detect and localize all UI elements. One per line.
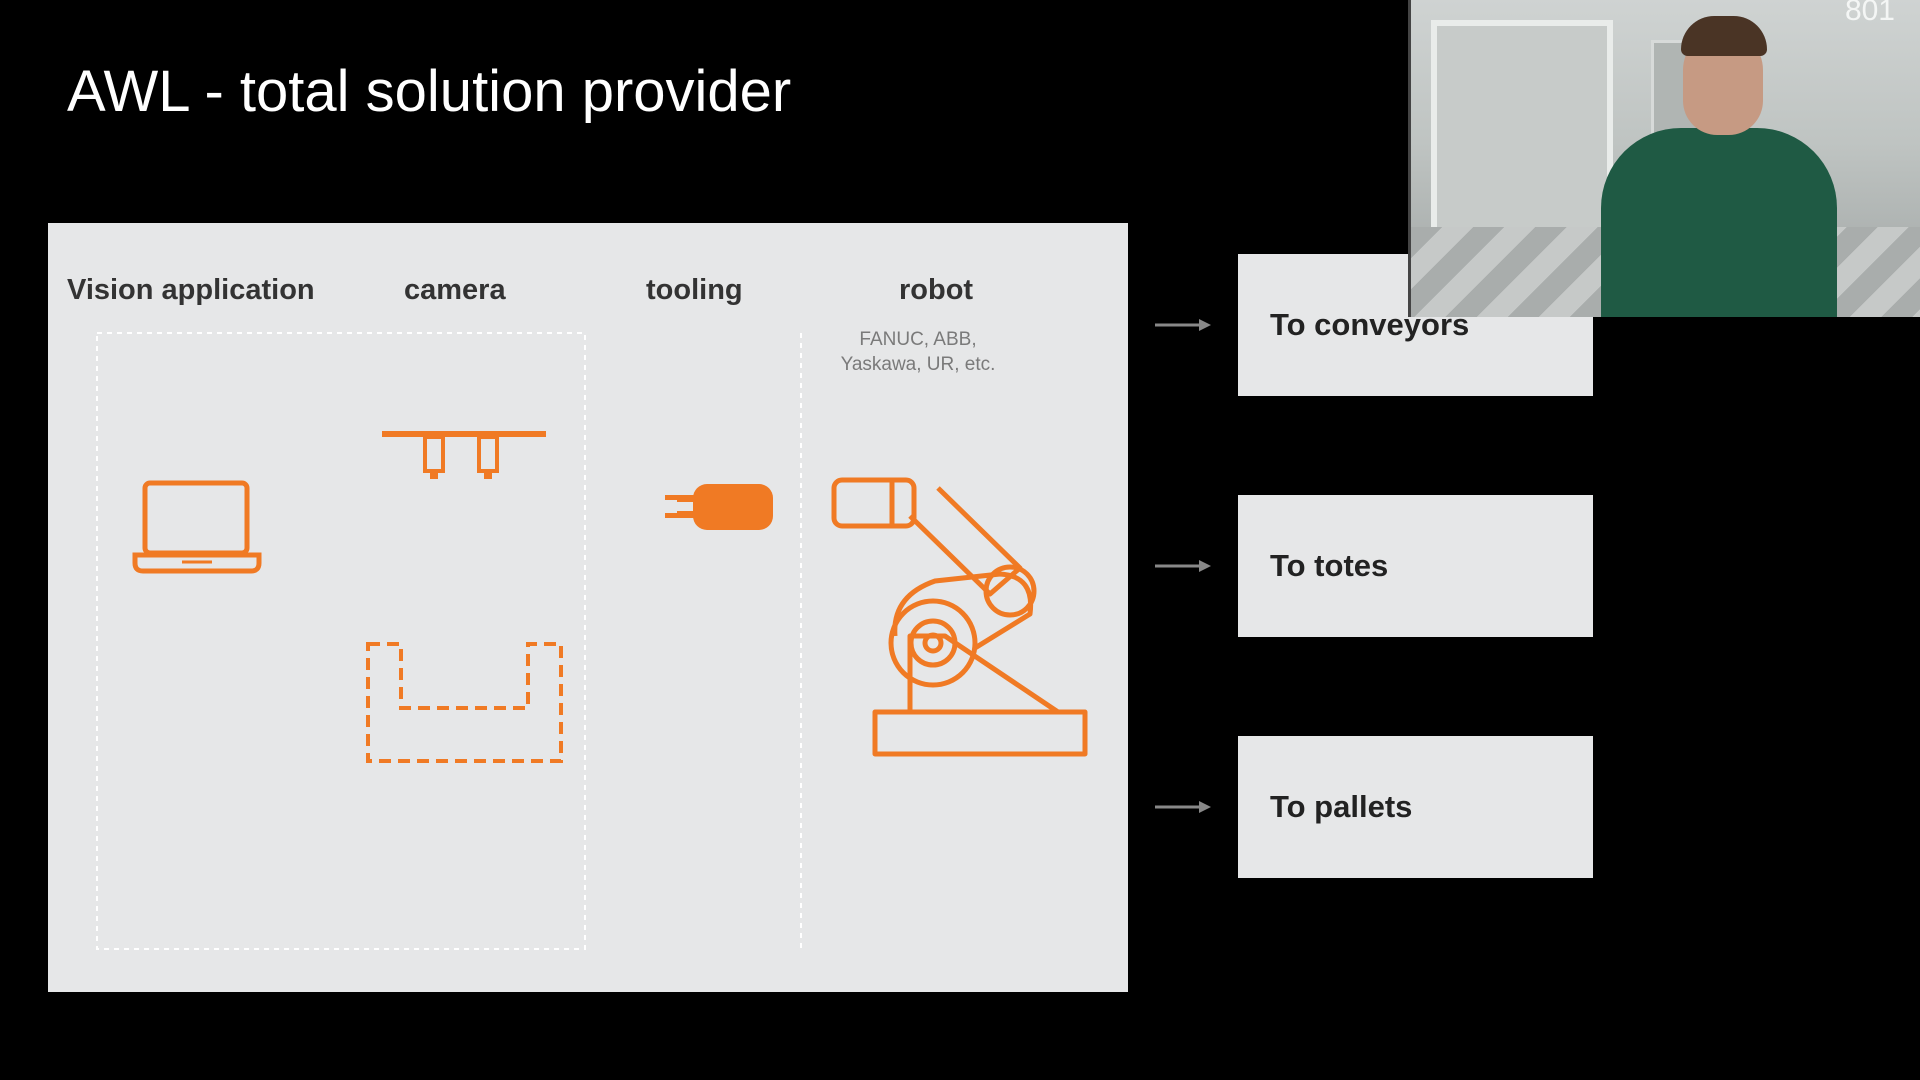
room-number-sign: 801 [1844,0,1895,27]
output-box-totes: To totes [1238,495,1593,637]
gripper-icon [665,484,773,530]
webcam-video-overlay: 801 [1408,0,1920,317]
output-box-pallets: To pallets [1238,736,1593,878]
presenter-hair [1681,16,1767,56]
camera-icon [382,431,546,479]
presenter-body [1601,128,1837,317]
output-label-pallets: To pallets [1270,789,1413,824]
arrow-to-totes [1155,560,1211,572]
robot-brands-line-2: Yaskawa, UR, etc. [840,354,996,375]
column-camera: camera [404,274,506,306]
column-vision-application: Vision application [67,274,315,306]
slide-title: AWL - total solution provider [67,59,792,124]
column-robot: robot [899,274,974,306]
laptop-icon [132,480,262,574]
robot-arm-icon [831,477,1088,757]
output-label-totes: To totes [1270,548,1389,583]
vision-camera-group-outline [96,332,802,950]
column-tooling: tooling [646,274,743,306]
robot-brands-note: FANUC, ABB, Yaskawa, UR, etc. [818,327,1018,377]
arrow-to-conveyors [1155,319,1211,331]
solution-panel: Vision application camera tooling robot … [48,223,1128,992]
robot-brands-line-1: FANUC, ABB, [859,329,977,350]
arrow-to-pallets [1155,801,1211,813]
bin-icon [366,642,563,763]
